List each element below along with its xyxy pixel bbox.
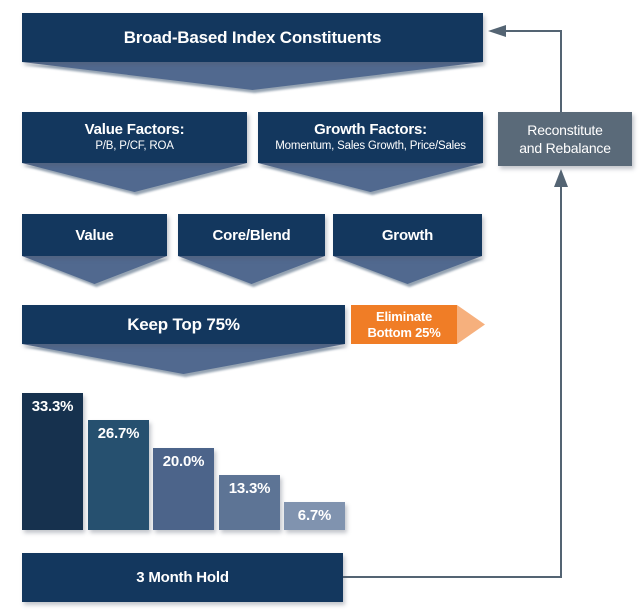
chevron-down-icon — [258, 163, 483, 192]
chevron-down-icon — [178, 256, 325, 284]
weight-bar-5-label: 6.7% — [297, 507, 332, 524]
style-box-value: Value — [22, 214, 167, 256]
style-box-core-blend: Core/Blend — [178, 214, 325, 256]
down-arrow-keep — [22, 344, 345, 374]
weight-bar-2: 26.7% — [88, 420, 149, 530]
style-label-growth: Growth — [381, 226, 434, 244]
down-arrow-growth — [333, 256, 482, 284]
weight-bar-2-label: 26.7% — [97, 425, 140, 442]
weight-bar-4-label: 13.3% — [228, 480, 271, 497]
down-arrow-growth-factors — [258, 163, 483, 192]
weight-bar-4: 13.3% — [219, 475, 280, 530]
style-box-growth: Growth — [333, 214, 482, 256]
arrowhead-up-icon — [554, 169, 568, 187]
chevron-down-icon — [333, 256, 482, 284]
broad-index-banner: Broad-Based Index Constituents — [22, 13, 483, 62]
hold-bar: 3 Month Hold — [22, 553, 343, 602]
hold-bar-label: 3 Month Hold — [136, 569, 229, 586]
down-arrow-top — [22, 62, 483, 90]
keep-top-label: Keep Top 75% — [127, 314, 240, 334]
keep-top-box: Keep Top 75% — [22, 305, 345, 344]
value-factors-title: Value Factors: — [84, 121, 185, 139]
broad-index-label: Broad-Based Index Constituents — [123, 27, 382, 47]
value-factors-box: Value Factors: P/B, P/CF, ROA — [22, 112, 247, 163]
chevron-down-icon — [22, 256, 167, 284]
growth-factors-title: Growth Factors: — [314, 121, 427, 139]
style-label-value: Value — [75, 226, 114, 244]
weight-bar-1-label: 33.3% — [31, 398, 74, 415]
style-label-core-blend: Core/Blend — [212, 226, 291, 244]
eliminate-bottom-box: Eliminate Bottom 25% — [351, 305, 457, 344]
growth-factors-box: Growth Factors: Momentum, Sales Growth, … — [258, 112, 483, 163]
weight-bar-3: 20.0% — [153, 448, 214, 530]
hold-to-reconstitute-line — [343, 186, 562, 578]
chevron-down-icon — [22, 163, 247, 192]
chevron-down-icon — [22, 62, 483, 90]
value-factors-subtitle: P/B, P/CF, ROA — [95, 139, 174, 152]
eliminate-line1: Eliminate — [376, 308, 432, 324]
growth-factors-subtitle: Momentum, Sales Growth, Price/Sales — [275, 139, 466, 152]
eliminate-line2: Bottom 25% — [367, 324, 441, 340]
down-arrow-value — [22, 256, 167, 284]
reconstitute-line2: and Rebalance — [519, 140, 611, 156]
weight-bar-1: 33.3% — [22, 393, 83, 530]
reconstitute-line1: Reconstitute — [527, 121, 603, 138]
down-arrow-value-factors — [22, 163, 247, 192]
arrowhead-left-icon — [488, 25, 506, 37]
chevron-down-icon — [22, 344, 345, 374]
down-arrow-core-blend — [178, 256, 325, 284]
reconstitute-to-top-line — [505, 30, 562, 112]
reconstitute-box: Reconstitute and Rebalance — [498, 112, 632, 166]
weight-bar-3-label: 20.0% — [162, 453, 205, 470]
weight-bar-5: 6.7% — [284, 502, 345, 530]
